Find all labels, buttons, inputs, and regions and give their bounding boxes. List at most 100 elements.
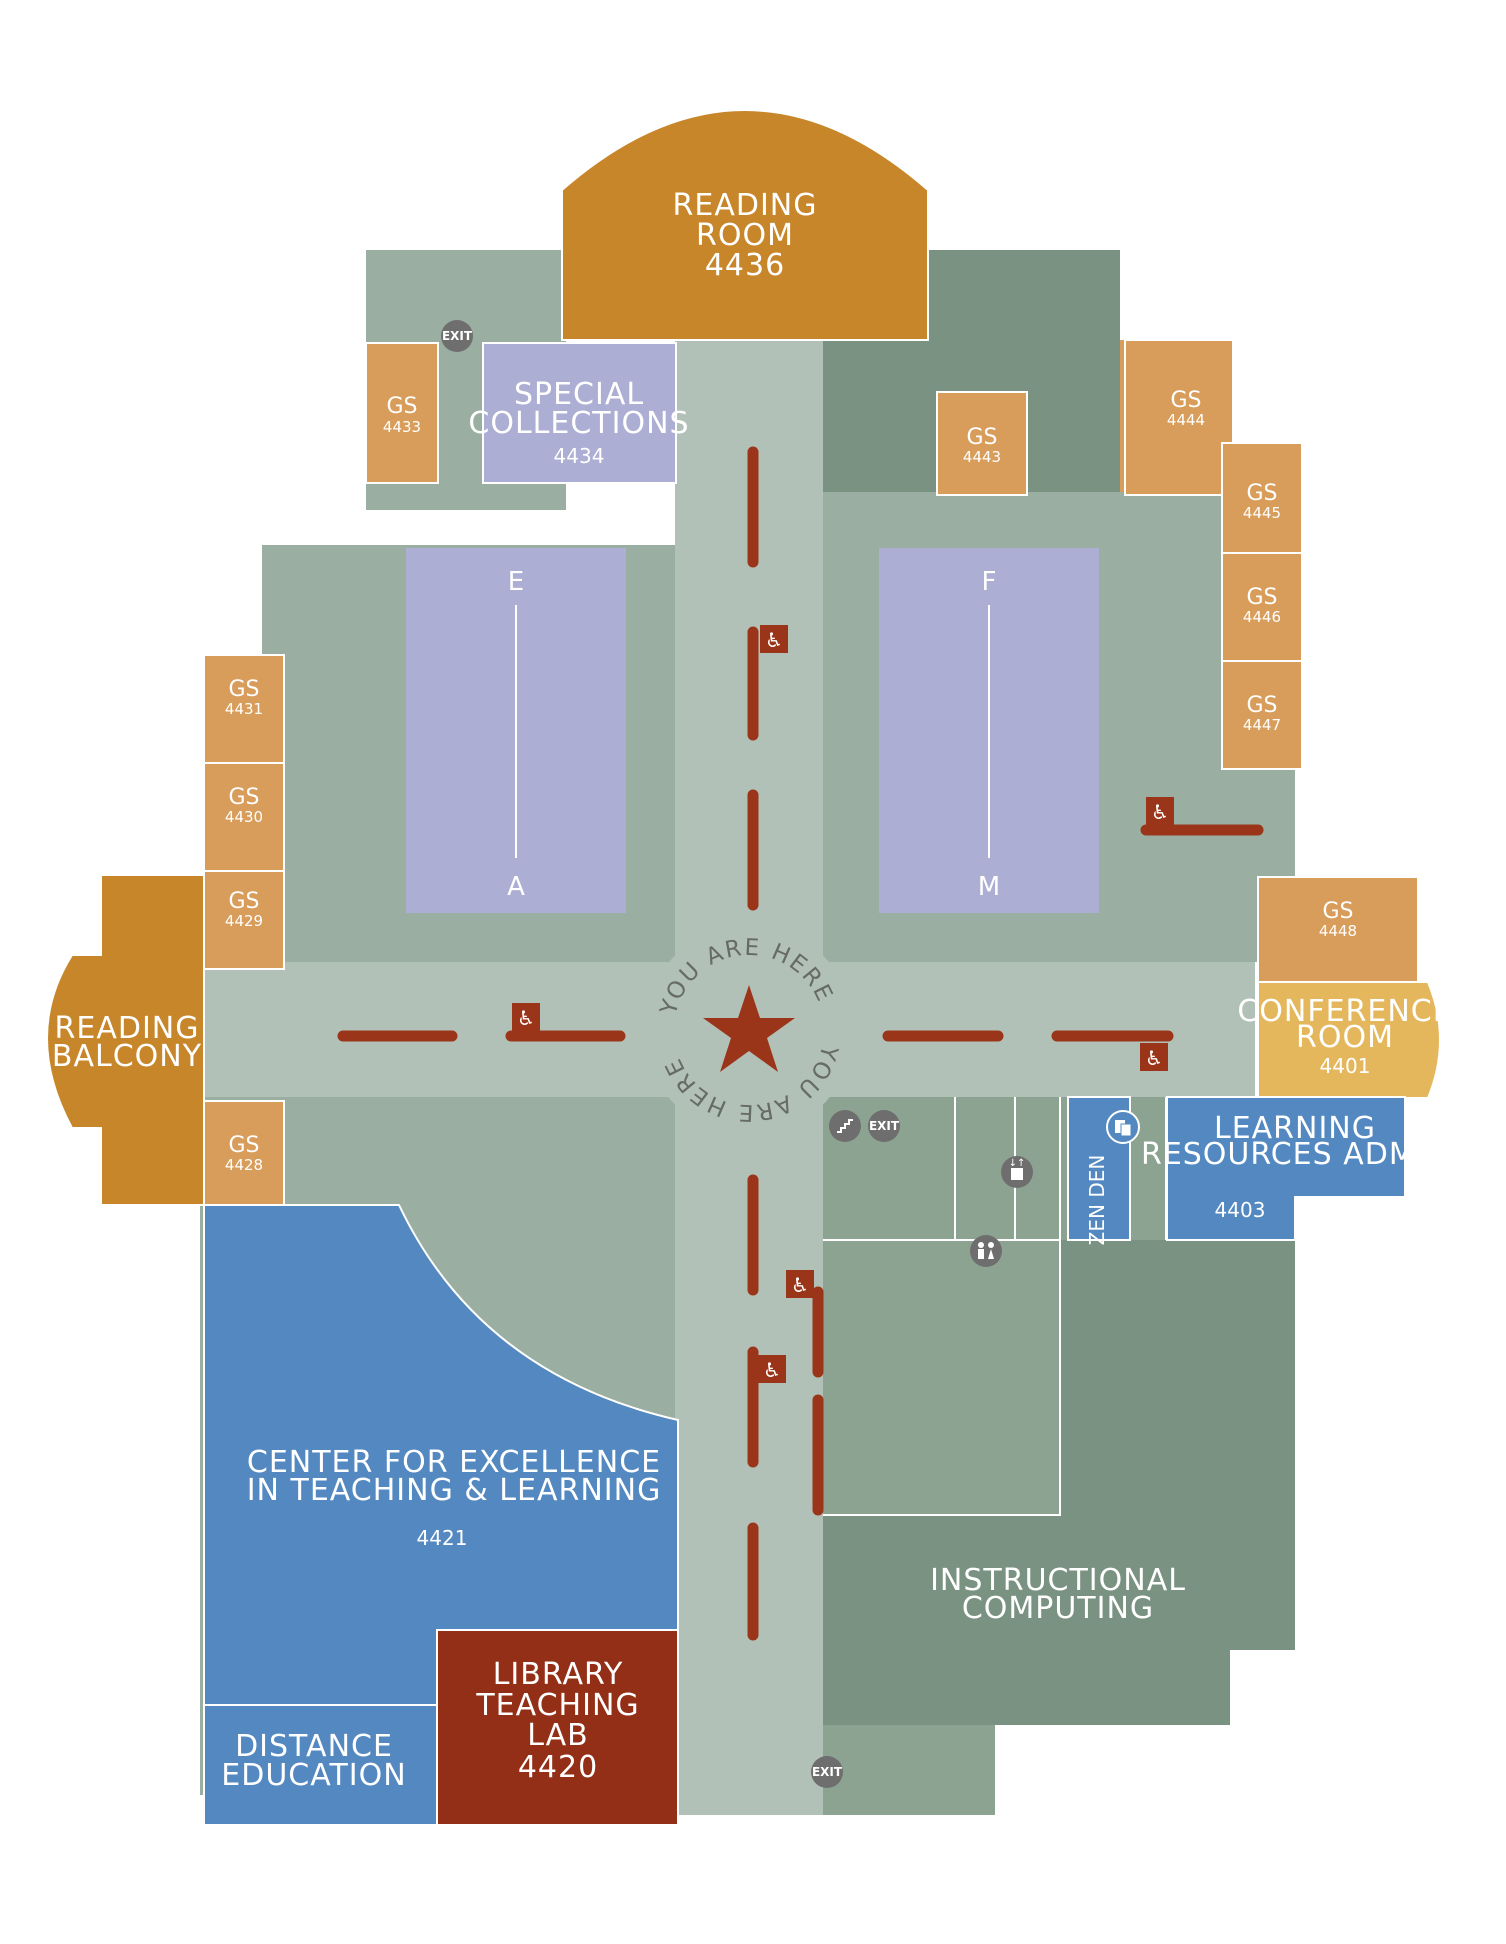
room-special-collections[interactable]: SPECIAL COLLECTIONS 4434 — [468, 342, 689, 484]
svg-text:GS: GS — [1170, 388, 1201, 413]
special-collections-name-2: COLLECTIONS — [468, 406, 689, 441]
lra-number: 4403 — [1215, 1198, 1266, 1222]
stairs-icon — [829, 1110, 861, 1142]
zen-den-label: ZEN DEN — [1085, 1155, 1109, 1246]
restroom-icon — [970, 1235, 1002, 1267]
svg-text:GS: GS — [386, 394, 417, 419]
conference-number: 4401 — [1320, 1054, 1371, 1078]
special-collections-number: 4434 — [554, 444, 605, 468]
svg-text:4445: 4445 — [1243, 504, 1281, 522]
special-collections-name-1: SPECIAL — [514, 377, 644, 412]
distance-ed-name-1: DISTANCE — [235, 1729, 393, 1764]
room-reading-room[interactable]: READING ROOM 4436 — [561, 109, 929, 341]
svg-text:GS: GS — [1322, 899, 1353, 924]
wheelchair-icon: ♿ — [512, 1003, 540, 1031]
cetl-name-2: IN TEACHING & LEARNING — [247, 1473, 662, 1508]
gs-room-4429[interactable] — [203, 870, 285, 970]
gs-room-4443[interactable] — [936, 391, 1028, 496]
conference-name-1: CONFERENCE — [1237, 994, 1452, 1029]
gs-room-4446[interactable] — [1221, 552, 1303, 662]
star-icon — [703, 985, 795, 1072]
gs-room-4447[interactable] — [1221, 660, 1303, 770]
ltl-name-3: LAB — [527, 1718, 589, 1753]
cetl-number: 4421 — [417, 1526, 468, 1550]
stack-label-bottom: M — [978, 872, 1000, 902]
svg-text:♿: ♿ — [765, 628, 783, 652]
svg-text:♿: ♿ — [763, 1358, 781, 1382]
gs-room-4430[interactable] — [203, 762, 285, 872]
svg-text:EXIT: EXIT — [869, 1119, 900, 1133]
svg-text:GS: GS — [228, 677, 259, 702]
svg-text:♿: ♿ — [791, 1273, 809, 1297]
room-distance-education[interactable]: DISTANCE EDUCATION — [203, 1704, 438, 1826]
svg-text:4429: 4429 — [225, 912, 263, 930]
svg-text:GS: GS — [228, 889, 259, 914]
ic-name-1: INSTRUCTIONAL — [930, 1563, 1186, 1598]
wheelchair-icon: ♿ — [1146, 797, 1174, 825]
exit-icon: EXIT — [868, 1110, 900, 1142]
gs-room-4433[interactable] — [365, 342, 439, 484]
svg-text:↓↑: ↓↑ — [1009, 1158, 1026, 1169]
reading-balcony-name-2: BALCONY — [52, 1039, 202, 1074]
room-learning-resources-admin[interactable]: LEARNING RESOURCES ADMIN 4403 — [1141, 1096, 1449, 1241]
room-reading-balcony[interactable]: READING BALCONY — [46, 874, 205, 1206]
stack-label-top: E — [508, 567, 524, 597]
svg-text:4447: 4447 — [1243, 716, 1281, 734]
svg-text:GS: GS — [228, 1133, 259, 1158]
svg-text:4443: 4443 — [963, 448, 1001, 466]
svg-text:4444: 4444 — [1167, 411, 1205, 429]
room-library-teaching-lab[interactable]: LIBRARY TEACHING LAB 4420 — [436, 1629, 679, 1826]
svg-text:GS: GS — [228, 785, 259, 810]
ltl-number: 4420 — [518, 1750, 598, 1785]
svg-text:4433: 4433 — [383, 418, 421, 436]
svg-text:EXIT: EXIT — [442, 329, 473, 343]
room-conference[interactable]: CONFERENCE ROOM 4401 — [1237, 981, 1452, 1099]
stack-label-bottom: A — [507, 872, 525, 902]
svg-text:GS: GS — [1246, 585, 1277, 610]
reading-room-number: 4436 — [705, 248, 785, 283]
distance-ed-name-2: EDUCATION — [221, 1758, 406, 1793]
gs-room-4448[interactable] — [1257, 876, 1419, 983]
wheelchair-icon: ♿ — [760, 625, 788, 653]
ltl-name-2: TEACHING — [475, 1688, 639, 1723]
gs-room-4428[interactable] — [203, 1100, 285, 1210]
elevator-icon: ↓↑ — [1001, 1156, 1033, 1188]
accessible-route — [337, 446, 1264, 1641]
svg-text:4431: 4431 — [225, 700, 263, 718]
svg-text:GS: GS — [1246, 693, 1277, 718]
reading-room-name-2: ROOM — [696, 218, 794, 253]
lra-name-2: RESOURCES ADMIN — [1141, 1137, 1449, 1172]
reading-room-name-1: READING — [673, 188, 818, 223]
cetl-name-1: CENTER FOR EXCELLENCE — [247, 1445, 661, 1480]
gs-room-4445[interactable] — [1221, 442, 1303, 554]
stack-label-top: F — [982, 567, 997, 597]
svg-text:EXIT: EXIT — [812, 1765, 843, 1779]
svg-text:GS: GS — [966, 425, 997, 450]
exit-icon: EXIT — [441, 320, 473, 352]
wheelchair-icon: ♿ — [786, 1270, 814, 1298]
lra-name-1: LEARNING — [1214, 1111, 1376, 1146]
svg-text:4428: 4428 — [225, 1156, 263, 1174]
room-cetl[interactable]: CENTER FOR EXCELLENCE IN TEACHING & LEAR… — [203, 1204, 679, 1706]
stacks-f-m[interactable]: F M — [879, 548, 1099, 913]
ic-name-2: COMPUTING — [962, 1591, 1154, 1626]
wheelchair-icon: ♿ — [758, 1355, 786, 1383]
stacks-e-a[interactable]: E A — [406, 548, 626, 913]
conference-name-2: ROOM — [1296, 1020, 1394, 1055]
gs-room-4444[interactable] — [1124, 339, 1234, 496]
svg-text:4448: 4448 — [1319, 922, 1357, 940]
exit-icon: EXIT — [811, 1756, 843, 1788]
wheelchair-icon: ♿ — [1140, 1043, 1168, 1071]
ltl-name-1: LIBRARY — [493, 1657, 624, 1692]
room-instructional-computing[interactable]: INSTRUCTIONAL COMPUTING — [930, 1563, 1186, 1626]
svg-text:4446: 4446 — [1243, 608, 1281, 626]
zen-den-icon — [1106, 1110, 1140, 1144]
accessibility-icons: ♿ ♿ ♿ ♿ ♿ ♿ — [512, 625, 1174, 1383]
svg-text:4430: 4430 — [225, 808, 263, 826]
svg-text:♿: ♿ — [1145, 1046, 1163, 1070]
group-study-rooms — [203, 339, 1419, 1210]
reading-balcony-name-1: READING — [55, 1011, 200, 1046]
svg-text:♿: ♿ — [517, 1006, 535, 1030]
